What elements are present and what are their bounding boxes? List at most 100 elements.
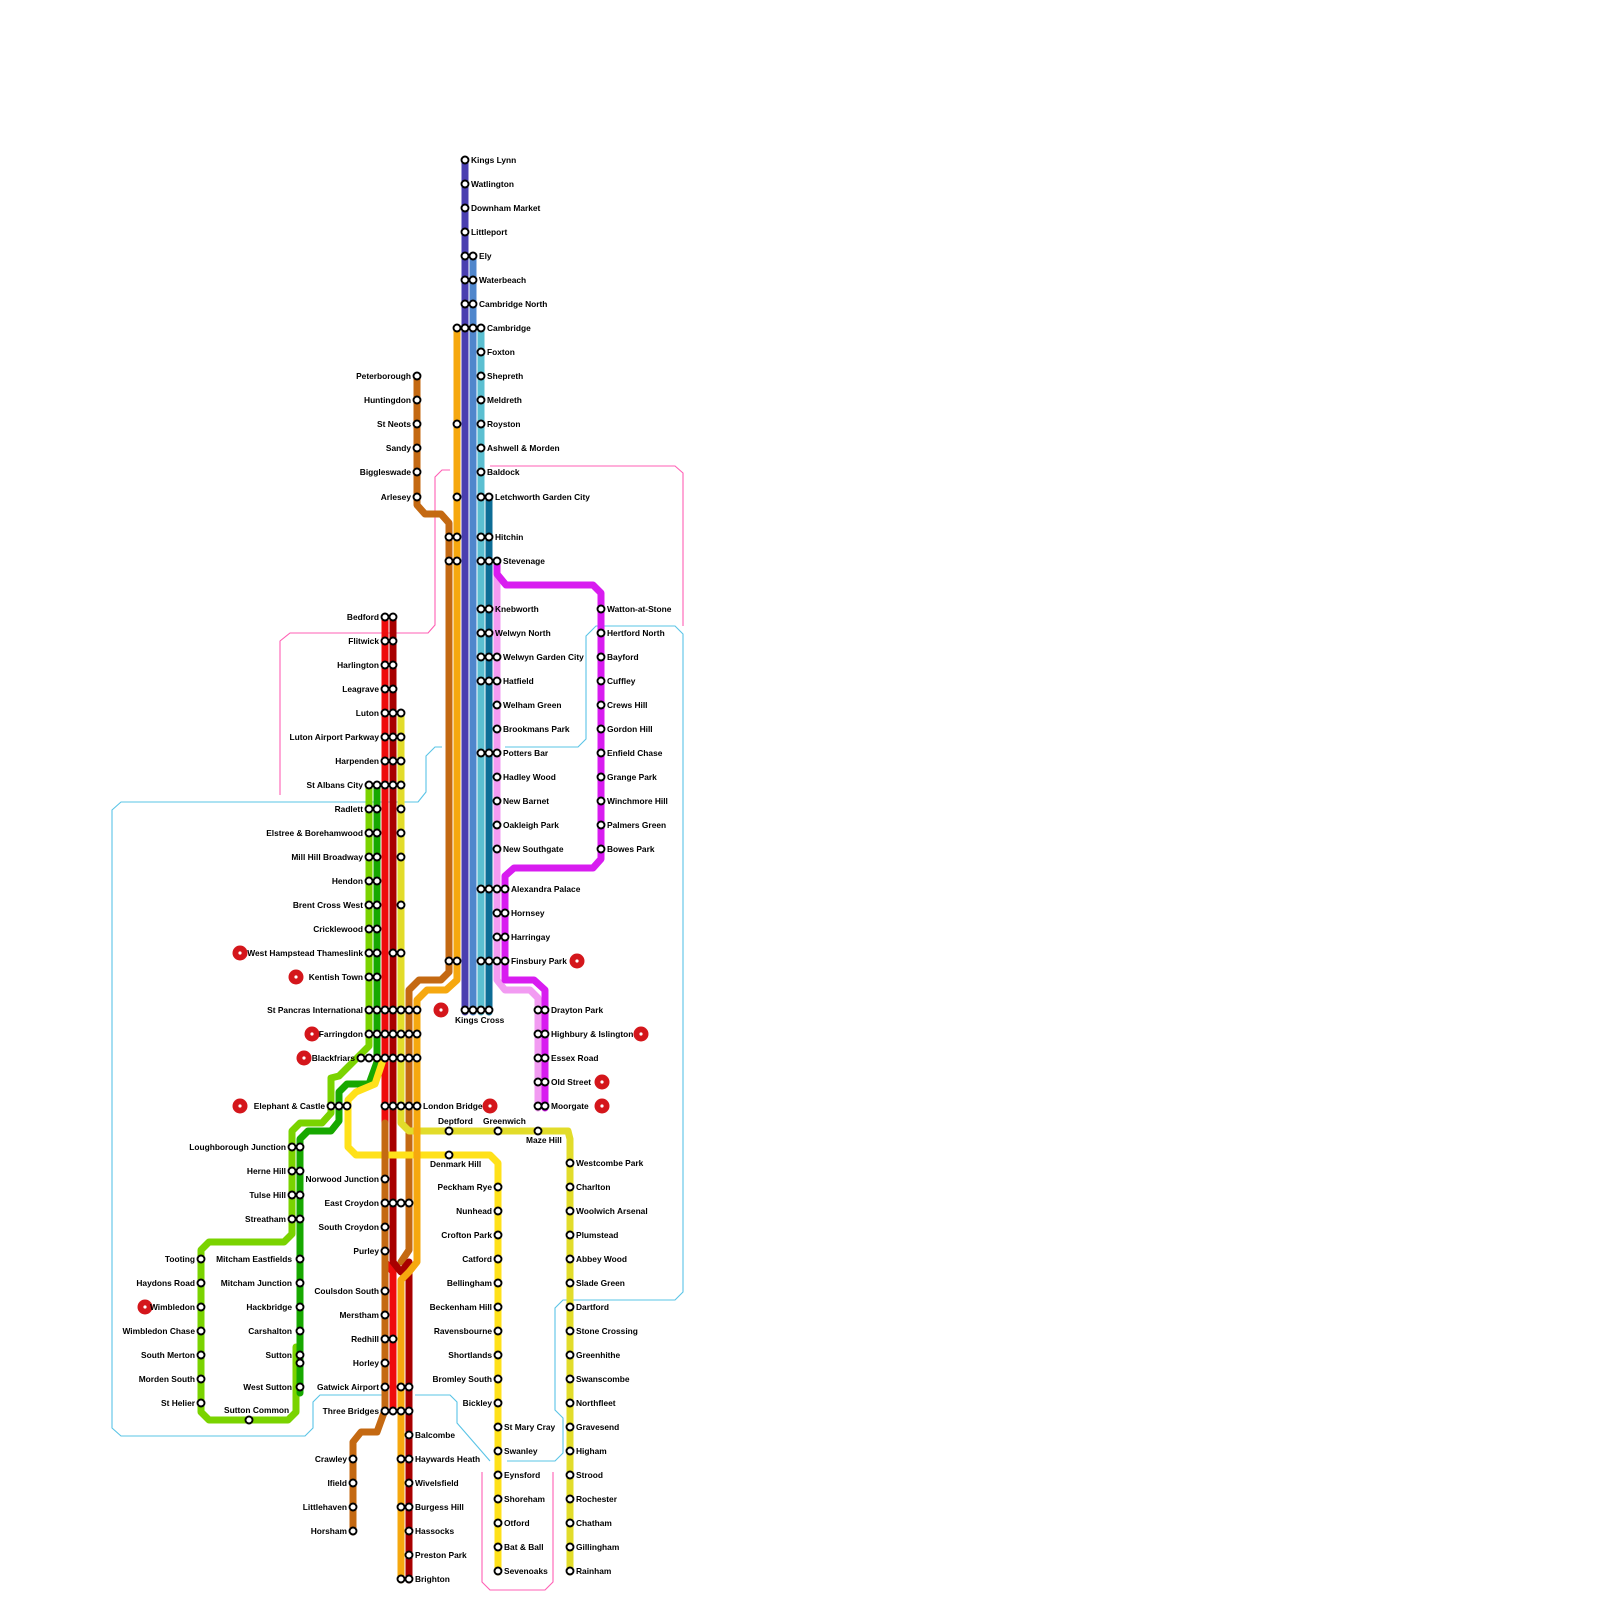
station-label[interactable]: Drayton Park bbox=[551, 1005, 603, 1015]
station-marker[interactable] bbox=[452, 532, 462, 542]
station-marker[interactable] bbox=[468, 251, 478, 261]
station-label[interactable]: Strood bbox=[576, 1470, 603, 1480]
station-marker[interactable] bbox=[565, 1206, 575, 1216]
station-label[interactable]: Watlington bbox=[471, 179, 514, 189]
station-marker[interactable] bbox=[493, 1398, 503, 1408]
station-marker[interactable] bbox=[540, 1101, 550, 1111]
interchange-icon[interactable] bbox=[232, 945, 248, 961]
station-label[interactable]: Harlington bbox=[337, 660, 379, 670]
station-label[interactable]: St Albans City bbox=[307, 780, 364, 790]
station-label[interactable]: Catford bbox=[462, 1254, 492, 1264]
station-marker[interactable] bbox=[380, 732, 390, 742]
station-label[interactable]: Redhill bbox=[351, 1334, 379, 1344]
station-label[interactable]: Crofton Park bbox=[441, 1230, 492, 1240]
station-marker[interactable] bbox=[476, 419, 486, 429]
station-marker[interactable] bbox=[500, 884, 510, 894]
station-marker[interactable] bbox=[596, 796, 606, 806]
station-label[interactable]: East Croydon bbox=[325, 1198, 379, 1208]
station-label[interactable]: Sutton bbox=[265, 1350, 292, 1360]
station-label[interactable]: Palmers Green bbox=[607, 820, 666, 830]
station-label[interactable]: Essex Road bbox=[551, 1053, 598, 1063]
station-label[interactable]: Crews Hill bbox=[607, 700, 648, 710]
station-marker[interactable] bbox=[500, 932, 510, 942]
station-label[interactable]: Brighton bbox=[415, 1574, 450, 1584]
station-marker[interactable] bbox=[380, 780, 390, 790]
station-label[interactable]: Bedford bbox=[347, 612, 379, 622]
station-marker[interactable] bbox=[388, 1029, 398, 1039]
station-marker[interactable] bbox=[493, 1326, 503, 1336]
station-label[interactable]: Cambridge North bbox=[479, 299, 547, 309]
station-marker[interactable] bbox=[476, 1005, 486, 1015]
station-label[interactable]: Hassocks bbox=[415, 1526, 454, 1536]
station-label[interactable]: Plumstead bbox=[576, 1230, 618, 1240]
station-label[interactable]: Grange Park bbox=[607, 772, 657, 782]
station-marker[interactable] bbox=[460, 203, 470, 213]
station-marker[interactable] bbox=[348, 1526, 358, 1536]
station-marker[interactable] bbox=[596, 844, 606, 854]
station-marker[interactable] bbox=[388, 636, 398, 646]
station-marker[interactable] bbox=[396, 756, 406, 766]
station-marker[interactable] bbox=[493, 1206, 503, 1216]
station-marker[interactable] bbox=[493, 1182, 503, 1192]
station-marker[interactable] bbox=[565, 1278, 575, 1288]
station-marker[interactable] bbox=[492, 956, 502, 966]
station-label[interactable]: Harringay bbox=[511, 932, 550, 942]
station-marker[interactable] bbox=[476, 956, 486, 966]
station-label[interactable]: Horsham bbox=[311, 1526, 347, 1536]
station-marker[interactable] bbox=[476, 748, 486, 758]
station-marker[interactable] bbox=[388, 1334, 398, 1344]
station-label[interactable]: Bickley bbox=[463, 1398, 493, 1408]
station-marker[interactable] bbox=[380, 1382, 390, 1392]
station-marker[interactable] bbox=[484, 604, 494, 614]
station-label[interactable]: Baldock bbox=[487, 467, 520, 477]
station-marker[interactable] bbox=[372, 1053, 382, 1063]
station-label[interactable]: Luton Airport Parkway bbox=[290, 732, 380, 742]
station-marker[interactable] bbox=[380, 756, 390, 766]
station-label[interactable]: Radlett bbox=[335, 804, 364, 814]
station-label[interactable]: Cricklewood bbox=[313, 924, 363, 934]
station-marker[interactable] bbox=[404, 1406, 414, 1416]
station-marker[interactable] bbox=[492, 772, 502, 782]
station-marker[interactable] bbox=[404, 1382, 414, 1392]
station-marker[interactable] bbox=[388, 780, 398, 790]
station-marker[interactable] bbox=[412, 371, 422, 381]
station-marker[interactable] bbox=[380, 684, 390, 694]
station-label[interactable]: Bowes Park bbox=[607, 844, 655, 854]
station-marker[interactable] bbox=[388, 1198, 398, 1208]
station-marker[interactable] bbox=[596, 628, 606, 638]
station-label[interactable]: Burgess Hill bbox=[415, 1502, 464, 1512]
station-marker[interactable] bbox=[396, 708, 406, 718]
station-marker[interactable] bbox=[380, 1053, 390, 1063]
station-marker[interactable] bbox=[364, 1005, 374, 1015]
station-marker[interactable] bbox=[295, 1350, 305, 1360]
station-marker[interactable] bbox=[295, 1326, 305, 1336]
station-marker[interactable] bbox=[565, 1326, 575, 1336]
station-label[interactable]: Eynsford bbox=[504, 1470, 540, 1480]
station-label[interactable]: Littlehaven bbox=[303, 1502, 347, 1512]
station-marker[interactable] bbox=[565, 1350, 575, 1360]
station-marker[interactable] bbox=[295, 1166, 305, 1176]
station-marker[interactable] bbox=[388, 1053, 398, 1063]
station-marker[interactable] bbox=[380, 1174, 390, 1184]
station-label[interactable]: Bromley South bbox=[432, 1374, 492, 1384]
station-label[interactable]: Hitchin bbox=[495, 532, 523, 542]
station-marker[interactable] bbox=[452, 492, 462, 502]
station-marker[interactable] bbox=[493, 1518, 503, 1528]
station-marker[interactable] bbox=[565, 1470, 575, 1480]
station-marker[interactable] bbox=[492, 724, 502, 734]
station-marker[interactable] bbox=[380, 1198, 390, 1208]
station-label[interactable]: Denmark Hill bbox=[430, 1159, 481, 1169]
station-marker[interactable] bbox=[295, 1358, 305, 1368]
station-marker[interactable] bbox=[196, 1326, 206, 1336]
station-label[interactable]: Merstham bbox=[339, 1310, 379, 1320]
station-marker[interactable] bbox=[492, 908, 502, 918]
station-marker[interactable] bbox=[596, 820, 606, 830]
station-marker[interactable] bbox=[404, 1526, 414, 1536]
station-label[interactable]: Gillingham bbox=[576, 1542, 619, 1552]
station-marker[interactable] bbox=[396, 852, 406, 862]
station-marker[interactable] bbox=[476, 532, 486, 542]
station-label[interactable]: Tulse Hill bbox=[249, 1190, 286, 1200]
station-label[interactable]: Watton-at-Stone bbox=[607, 604, 672, 614]
station-label[interactable]: Harpenden bbox=[335, 756, 379, 766]
station-marker[interactable] bbox=[484, 628, 494, 638]
